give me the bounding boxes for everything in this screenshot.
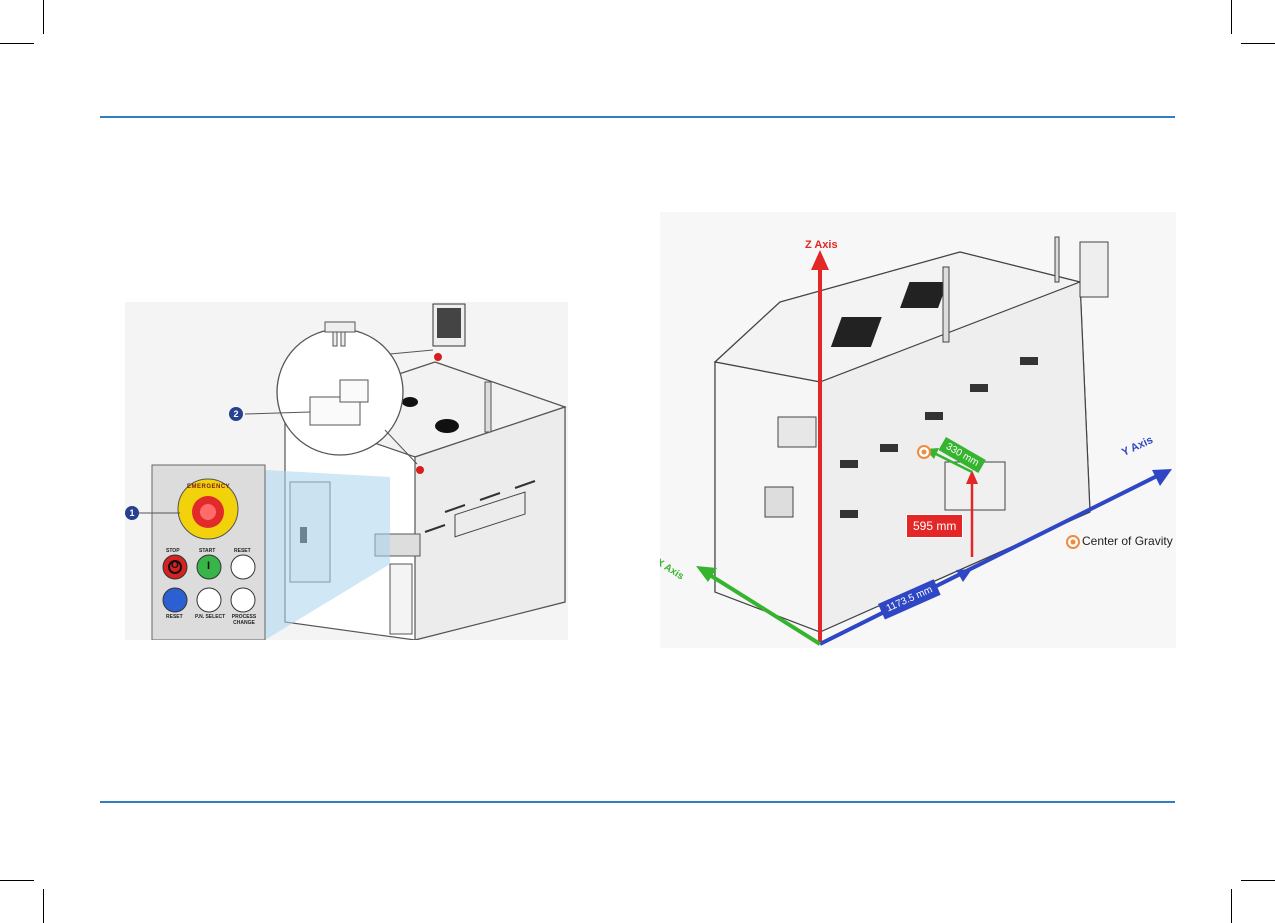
center-of-gravity-legend: Center of Gravity	[1082, 534, 1173, 548]
z-dimension-label: 595 mm	[906, 514, 963, 538]
callout-1-text: 1	[129, 508, 134, 518]
crop-mark	[1231, 889, 1232, 923]
callout-2-text: 2	[233, 409, 238, 419]
crop-mark	[1231, 0, 1232, 34]
control-panel-figure: EMERGENCY O I STOP START RESET RESET P.N…	[125, 302, 568, 640]
callout-1: 1	[125, 506, 139, 520]
callout-2: 2	[229, 407, 243, 421]
reset-bottom-label: RESET	[166, 614, 183, 620]
pn-select-label: P.N. SELECT	[195, 614, 225, 620]
crop-mark	[43, 0, 44, 34]
crop-mark	[0, 43, 34, 44]
crop-mark	[1241, 880, 1275, 881]
crop-mark	[1241, 43, 1275, 44]
emergency-label: EMERGENCY	[187, 484, 230, 490]
start-button-label: START	[199, 548, 215, 554]
z-axis-label: Z Axis	[805, 239, 838, 251]
process-change-label: PROCESS CHANGE	[231, 614, 257, 626]
crop-mark	[0, 880, 34, 881]
center-of-gravity-figure: Z Axis Y Axis X Axis 1173.5 mm 595 mm 33…	[660, 212, 1176, 648]
start-symbol: I	[207, 560, 210, 572]
crop-mark	[43, 889, 44, 923]
stop-button-label: STOP	[166, 548, 180, 554]
footer-rule	[100, 801, 1175, 803]
header-rule	[100, 116, 1175, 118]
reset-top-label: RESET	[234, 548, 251, 554]
stop-symbol: O	[171, 560, 179, 571]
